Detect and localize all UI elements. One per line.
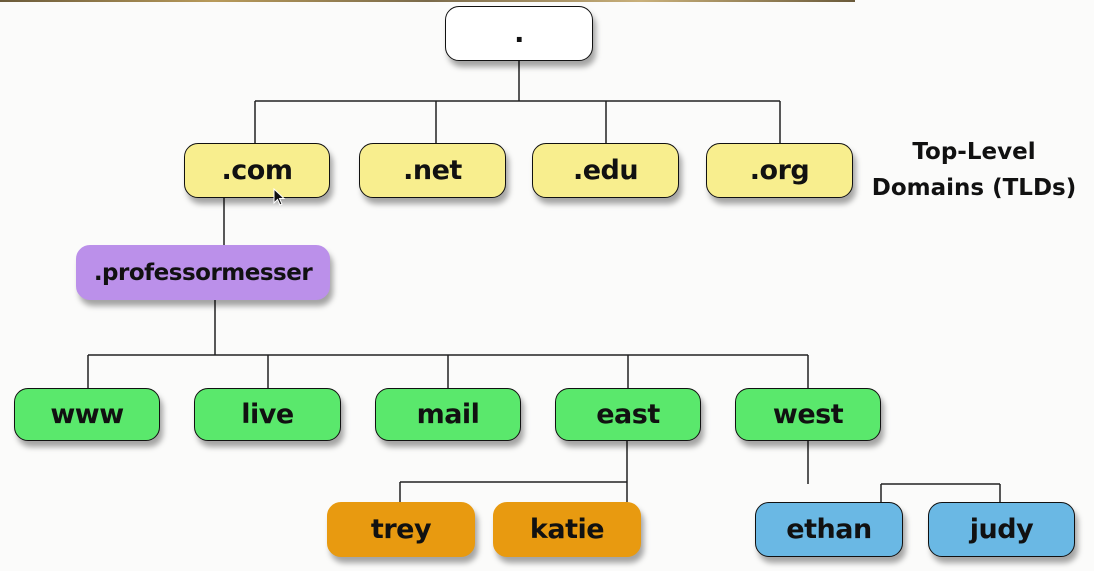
connector-east xyxy=(399,441,628,502)
node-label: trey xyxy=(370,514,432,545)
node-label: mail xyxy=(416,399,480,430)
host-node-www: www xyxy=(14,388,160,441)
node-label: www xyxy=(50,399,124,430)
root-node: . xyxy=(445,6,593,61)
node-label: .edu xyxy=(572,155,639,186)
mouse-cursor-icon xyxy=(273,188,286,206)
host-node-mail: mail xyxy=(375,388,521,441)
domain-node: .professormesser xyxy=(76,245,330,300)
host-node-live: live xyxy=(194,388,341,441)
tld-node-net: .net xyxy=(359,143,506,198)
node-label: judy xyxy=(969,514,1034,545)
node-label: east xyxy=(596,399,660,430)
node-label: .professormesser xyxy=(93,259,313,286)
node-label: .com xyxy=(221,155,293,186)
connector-domain xyxy=(87,300,809,388)
tld-node-org: .org xyxy=(706,143,853,198)
node-label: ethan xyxy=(786,514,872,545)
node-label: katie xyxy=(529,514,605,545)
connector-root xyxy=(254,61,781,143)
tld-node-com: .com xyxy=(184,143,330,198)
node-label: .net xyxy=(403,155,462,186)
node-judy: judy xyxy=(928,502,1075,557)
node-trey: trey xyxy=(327,502,475,557)
node-label: live xyxy=(241,399,294,430)
node-label: . xyxy=(514,18,524,49)
top-strip xyxy=(0,0,855,2)
node-label: .org xyxy=(749,155,810,186)
node-katie: katie xyxy=(493,502,641,557)
connector-west xyxy=(807,441,1001,502)
tld-caption-line1: Top-Level xyxy=(912,139,1036,165)
node-ethan: ethan xyxy=(755,502,903,557)
host-node-west: west xyxy=(735,388,881,441)
tld-caption-line2: Domains (TLDs) xyxy=(871,175,1077,201)
tld-caption: Top-Level Domains (TLDs) xyxy=(868,134,1080,206)
tld-node-edu: .edu xyxy=(532,143,679,198)
node-label: west xyxy=(772,399,844,430)
host-node-east: east xyxy=(555,388,701,441)
